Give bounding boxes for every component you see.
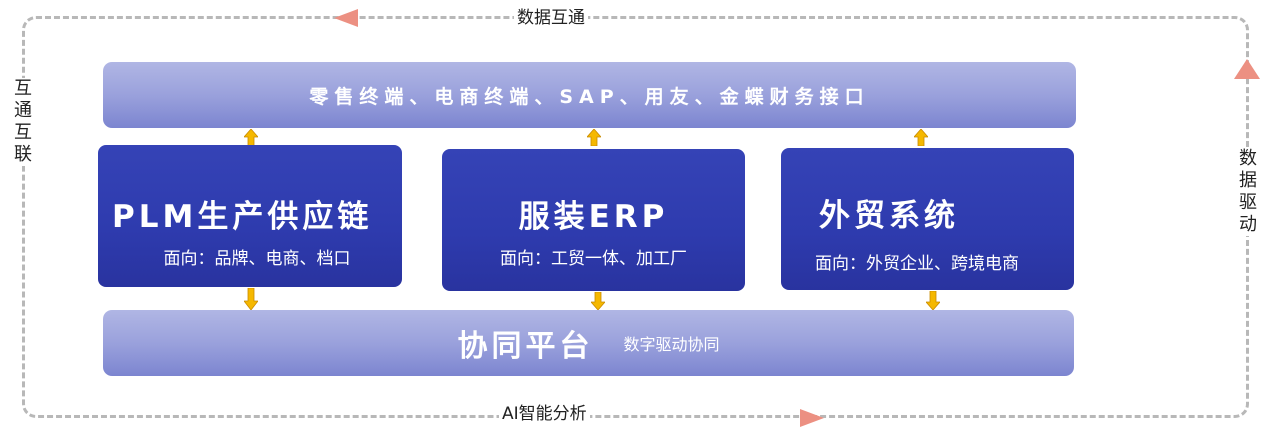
loop-label-bottom: AI智能分析 — [499, 404, 590, 424]
flow-arrow-up-icon — [1234, 59, 1260, 79]
platform-title: 协同平台 — [457, 329, 594, 364]
module-title: 外贸系统 — [819, 198, 959, 234]
module-subtitle: 面向：工贸一体、加工厂 — [500, 249, 687, 269]
flow-arrow-right-icon — [800, 409, 824, 427]
module-erp: 服装ERP 面向：工贸一体、加工厂 — [442, 149, 745, 291]
arrow-up-icon — [914, 129, 928, 146]
arrow-down-icon — [244, 288, 258, 310]
platform-subtitle: 数字驱动协同 — [623, 335, 720, 354]
arrow-up-icon — [244, 129, 258, 146]
module-subtitle: 面向：品牌、电商、档口 — [163, 249, 351, 269]
arrow-up-icon — [587, 129, 601, 146]
interface-bar: 零售终端、电商终端、SAP、用友、金蝶财务接口 — [103, 62, 1076, 128]
module-title: PLM生产供应链 — [112, 199, 373, 235]
arrow-down-icon — [591, 292, 605, 310]
collaboration-platform-bar: 协同平台 数字驱动协同 — [103, 310, 1074, 376]
loop-label-left: 互通互联 — [12, 78, 34, 166]
module-foreign-trade: 外贸系统 面向：外贸企业、跨境电商 — [781, 148, 1074, 290]
arrow-down-icon — [926, 291, 940, 310]
loop-label-top: 数据互通 — [514, 8, 588, 28]
module-title: 服装ERP — [518, 199, 669, 235]
flow-arrow-left-icon — [334, 9, 358, 27]
module-subtitle: 面向：外贸企业、跨境电商 — [815, 254, 1019, 274]
interface-bar-text: 零售终端、电商终端、SAP、用友、金蝶财务接口 — [309, 85, 870, 108]
module-plm: PLM生产供应链 面向：品牌、电商、档口 — [98, 145, 402, 287]
loop-label-right: 数据驱动 — [1237, 148, 1259, 236]
